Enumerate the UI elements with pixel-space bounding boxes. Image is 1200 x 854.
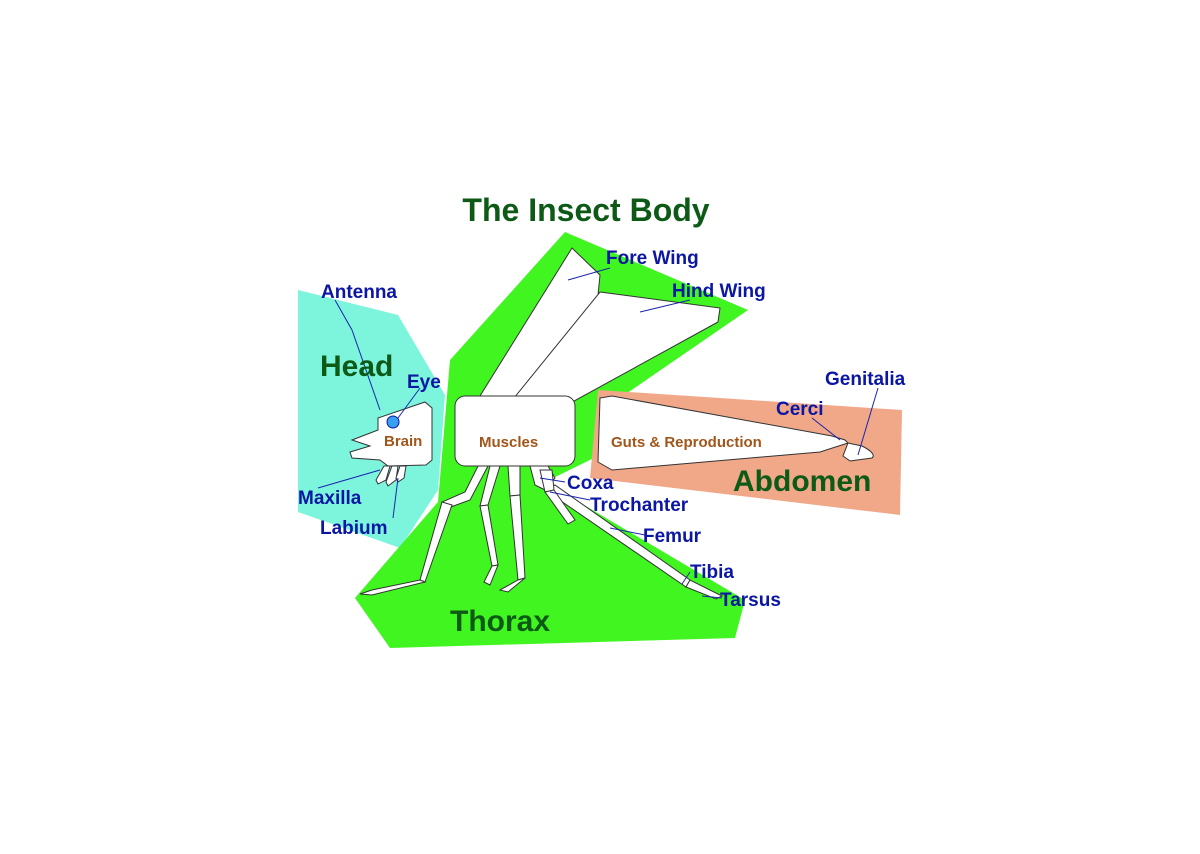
cerci-label: Cerci [776, 399, 824, 420]
legs [359, 465, 724, 600]
muscles-label: Muscles [479, 434, 538, 451]
antenna-label: Antenna [321, 282, 397, 303]
eye-dot [386, 415, 400, 429]
thorax-label: Thorax [450, 605, 550, 638]
genitalia-tip [842, 442, 874, 462]
brain-label: Brain [384, 433, 422, 450]
mouthparts [375, 465, 407, 487]
diagram-title: The Insect Body [462, 192, 709, 228]
head-label: Head [320, 350, 393, 383]
tibia-label: Tibia [690, 562, 734, 583]
maxilla-label: Maxilla [298, 488, 362, 509]
hind-wing-label: Hind Wing [672, 281, 766, 302]
coxa-label: Coxa [567, 473, 614, 494]
genitalia-label: Genitalia [825, 369, 906, 390]
eye-label: Eye [407, 372, 441, 393]
fore-wing-label: Fore Wing [606, 248, 699, 269]
leader-lines [317, 267, 879, 599]
head-capsule [349, 401, 433, 467]
thorax-body [454, 395, 576, 467]
femur-label: Femur [643, 526, 702, 547]
tarsus-label: Tarsus [720, 590, 781, 611]
labium-label: Labium [320, 518, 388, 539]
guts-label: Guts & Reproduction [611, 434, 762, 451]
abdomen-label: Abdomen [733, 465, 871, 498]
trochanter-label: Trochanter [590, 495, 689, 516]
